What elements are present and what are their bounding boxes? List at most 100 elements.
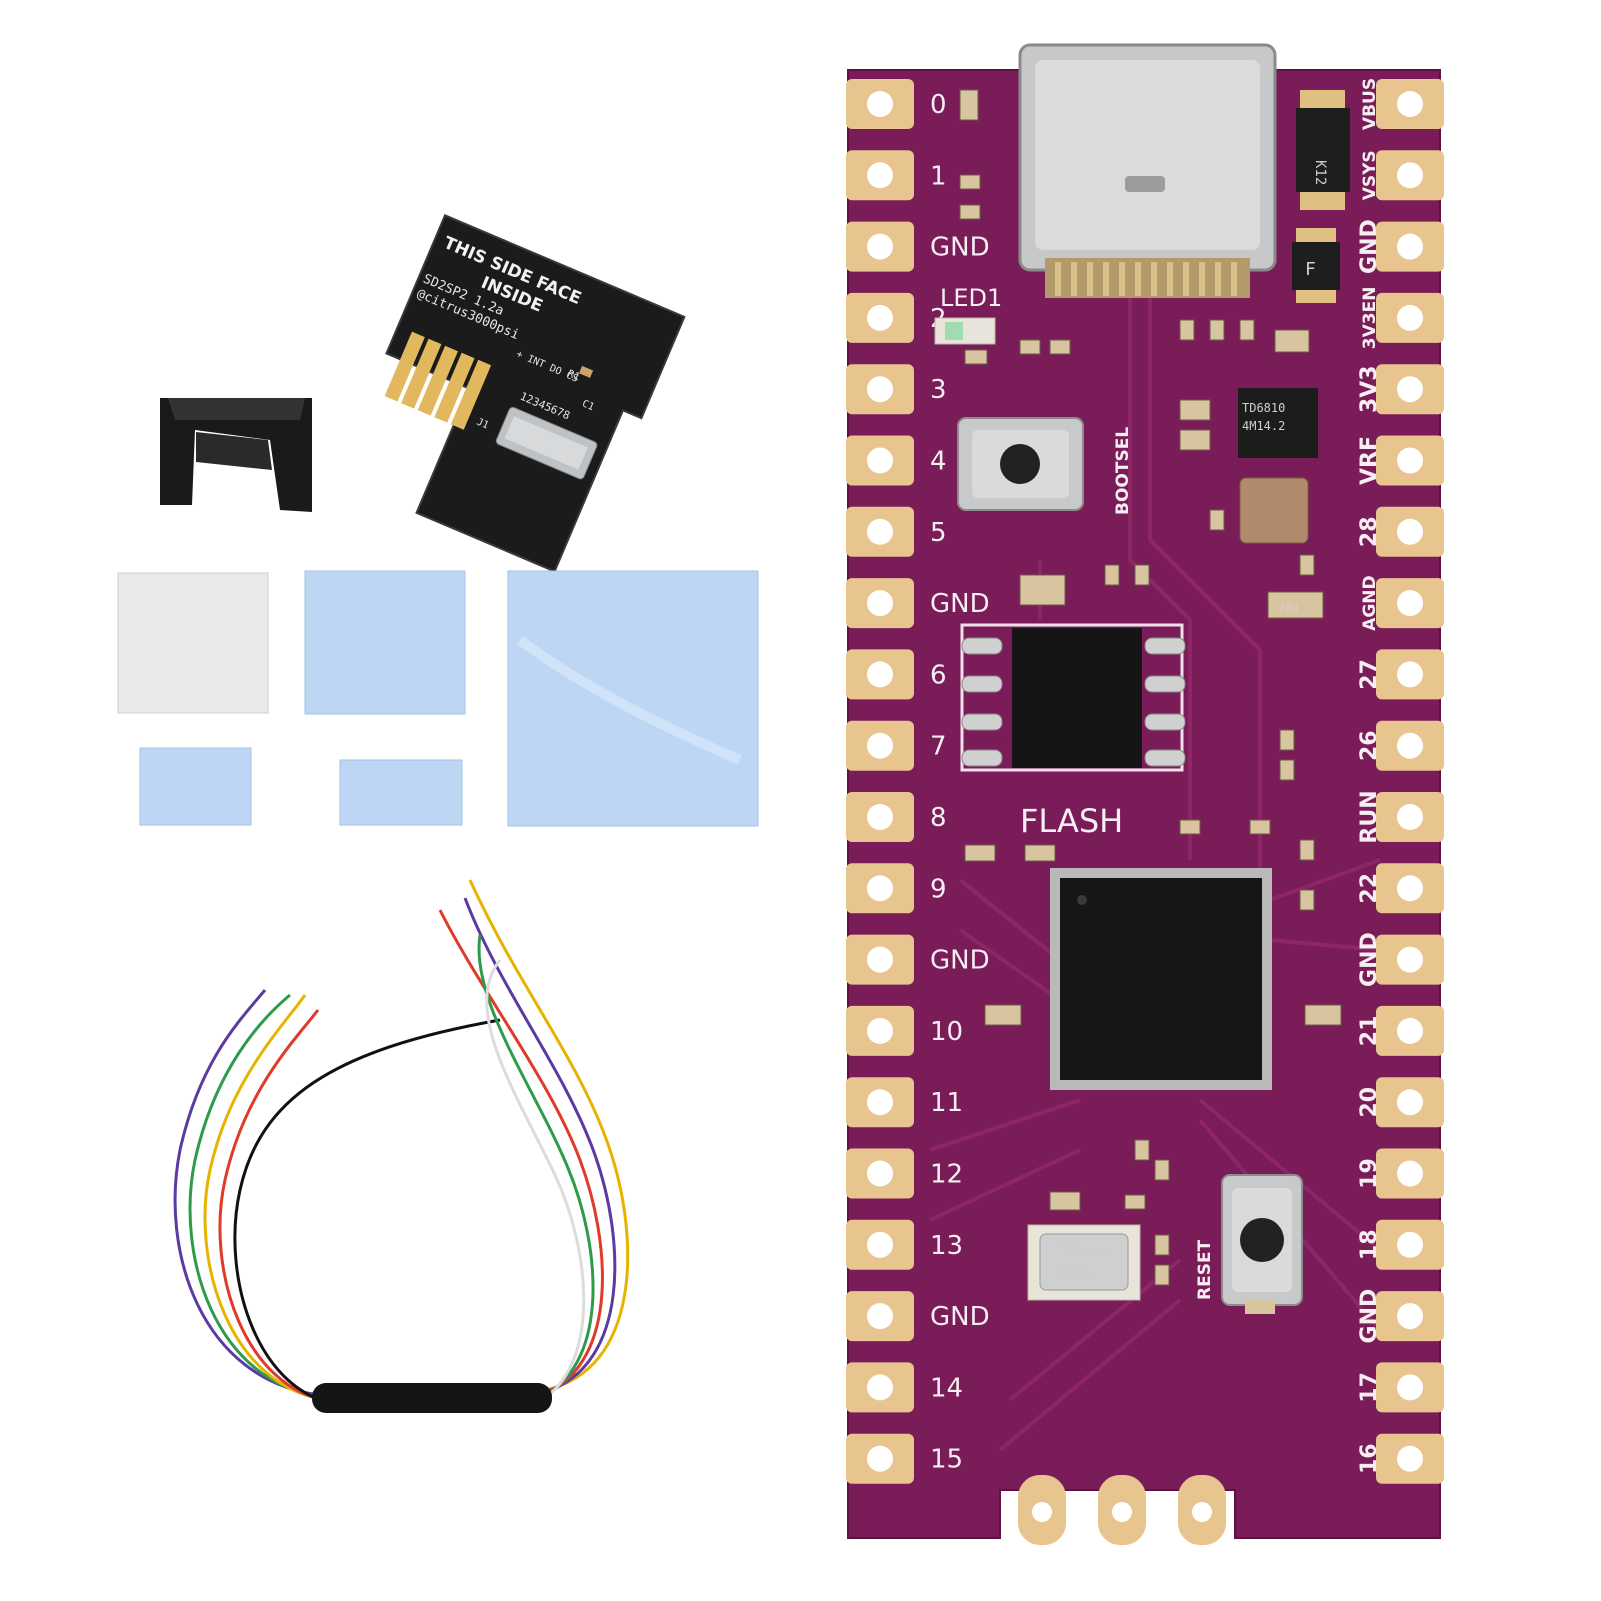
left-pin-label-11: 9 [930, 874, 947, 904]
left-pin-label-8: 6 [930, 660, 947, 690]
left-pin-label-1: 1 [930, 161, 947, 191]
bootsel-label: BOOTSEL [1113, 427, 1133, 515]
right-pad-8-hole [1397, 661, 1423, 688]
left-pad-18-hole [867, 1374, 893, 1401]
left-pad-13-hole [867, 1017, 893, 1044]
left-pad-4-hole [867, 376, 893, 403]
led-label: LED1 [940, 284, 1002, 312]
left-pad-11-hole [867, 875, 893, 902]
qfn56-chip-icon [1050, 868, 1272, 1090]
right-pin-label-19: 16 [1357, 1443, 1382, 1474]
left-pad-16-hole [867, 1231, 893, 1258]
left-pin-label-0: 0 [930, 90, 947, 120]
thermal-pad-small-right [339, 759, 463, 826]
right-pin-label-12: GND [1357, 932, 1382, 987]
right-pin-label-17: GND [1357, 1289, 1382, 1344]
reset-button [1221, 1174, 1303, 1314]
thermal-pads [117, 570, 759, 827]
left-pin-label-4: 3 [930, 375, 947, 405]
right-pads [1376, 79, 1444, 1484]
right-pin-label-10: RUN [1357, 790, 1382, 843]
inductor [1239, 477, 1309, 544]
left-pad-12-hole [867, 946, 893, 973]
left-pad-8-hole [867, 661, 893, 688]
right-pin-label-3: 3V3EN [1360, 287, 1380, 350]
diode-k12: K12 [1296, 90, 1350, 210]
right-pin-label-1: VSYS [1360, 150, 1380, 200]
left-pad-15-hole [867, 1160, 893, 1187]
right-pin-label-9: 26 [1357, 730, 1382, 761]
crystal-line1: X12.000 [1058, 1245, 1113, 1260]
crystal-oscillator: X12.000 MHZ02 [1027, 1224, 1141, 1301]
sd-r1-label: R1 [566, 368, 581, 383]
fuse-f: F [1292, 228, 1340, 303]
passive-components [959, 89, 1342, 1286]
regulator-line1: TD6810 [1242, 401, 1285, 415]
left-pad-0-hole [867, 91, 893, 117]
sd-c1-label: C1 [580, 398, 595, 413]
white-pad [117, 572, 269, 714]
right-pin-label-13: 21 [1357, 1016, 1382, 1047]
left-pin-label-17: GND [930, 1302, 990, 1332]
reset-label: RESET [1195, 1239, 1215, 1300]
right-pad-11-hole [1397, 875, 1423, 902]
left-pin-label-12: GND [930, 946, 990, 976]
right-pad-19-hole [1397, 1445, 1423, 1472]
right-pin-label-18: 17 [1357, 1372, 1382, 1403]
diode-label: K12 [1312, 160, 1328, 185]
left-pin-label-6: 5 [930, 518, 947, 548]
left-pin-label-10: 8 [930, 803, 947, 833]
wire-harness [173, 879, 630, 1413]
thermal-pad-small-left [139, 747, 252, 826]
sd2sp2-adapter: THIS SIDE FACE INSIDE SD2SP2 1.2a @citru… [384, 214, 686, 573]
right-pin-label-6: 28 [1357, 516, 1382, 547]
left-pin-label-18: 14 [930, 1373, 963, 1403]
right-pin-label-8: 27 [1357, 659, 1382, 690]
left-pad-10-hole [867, 804, 893, 830]
right-pin-label-14: 20 [1357, 1087, 1382, 1118]
left-pin-label-19: 15 [930, 1445, 963, 1475]
regulator-td6810: TD6810 4M14.2 [1238, 388, 1318, 458]
sd-j1-label: J1 [475, 417, 490, 432]
fuse-label: F [1305, 259, 1316, 280]
gold-contacts [384, 331, 492, 430]
debug-pads [1018, 1475, 1226, 1545]
right-pin-label-11: 22 [1357, 873, 1382, 904]
right-pin-labels: VBUSVSYSGND3V3EN3V3VRF28AGND2726RUN22GND… [1357, 78, 1382, 1474]
right-pin-label-16: 18 [1357, 1229, 1382, 1260]
left-pad-9-hole [867, 732, 893, 759]
soic8-chip-icon [960, 623, 1186, 772]
right-pin-label-2: GND [1357, 219, 1382, 274]
usb-c-connector-icon [1018, 43, 1277, 298]
right-pad-6-hole [1397, 518, 1423, 545]
thermal-pad-medium [304, 570, 466, 715]
right-pin-label-7: AGND [1360, 575, 1380, 630]
left-pin-label-2: GND [930, 233, 990, 263]
right-pin-label-15: 19 [1357, 1158, 1382, 1189]
right-pad-10-hole [1397, 804, 1423, 830]
sd-resistor [578, 365, 594, 378]
right-pad-12-hole [1397, 946, 1423, 973]
led1 [934, 317, 996, 345]
left-pin-labels: 01GND2345GND6789GND10111213GND1415 [930, 90, 990, 1475]
left-pin-label-7: GND [930, 589, 990, 619]
heat-shrink [312, 1383, 552, 1413]
left-pad-17-hole [867, 1303, 893, 1330]
left-pad-5-hole [867, 447, 893, 474]
right-pin-label-4: 3V3 [1357, 365, 1382, 413]
right-pin-label-5: VRF [1357, 436, 1382, 485]
left-pad-7-hole [867, 590, 893, 617]
right-pad-1-hole [1397, 162, 1423, 189]
plastic-clip [160, 398, 312, 512]
left-pin-label-13: 10 [930, 1017, 963, 1047]
flash-label: FLASH [1020, 802, 1123, 840]
left-pad-6-hole [867, 518, 893, 545]
right-pad-18-hole [1397, 1374, 1423, 1401]
right-pad-14-hole [1397, 1089, 1423, 1116]
left-pin-label-14: 11 [930, 1088, 963, 1118]
right-pad-0-hole [1397, 91, 1423, 117]
left-pad-3-hole [867, 304, 893, 331]
left-pad-1-hole [867, 162, 893, 189]
left-pad-19-hole [867, 1445, 893, 1472]
